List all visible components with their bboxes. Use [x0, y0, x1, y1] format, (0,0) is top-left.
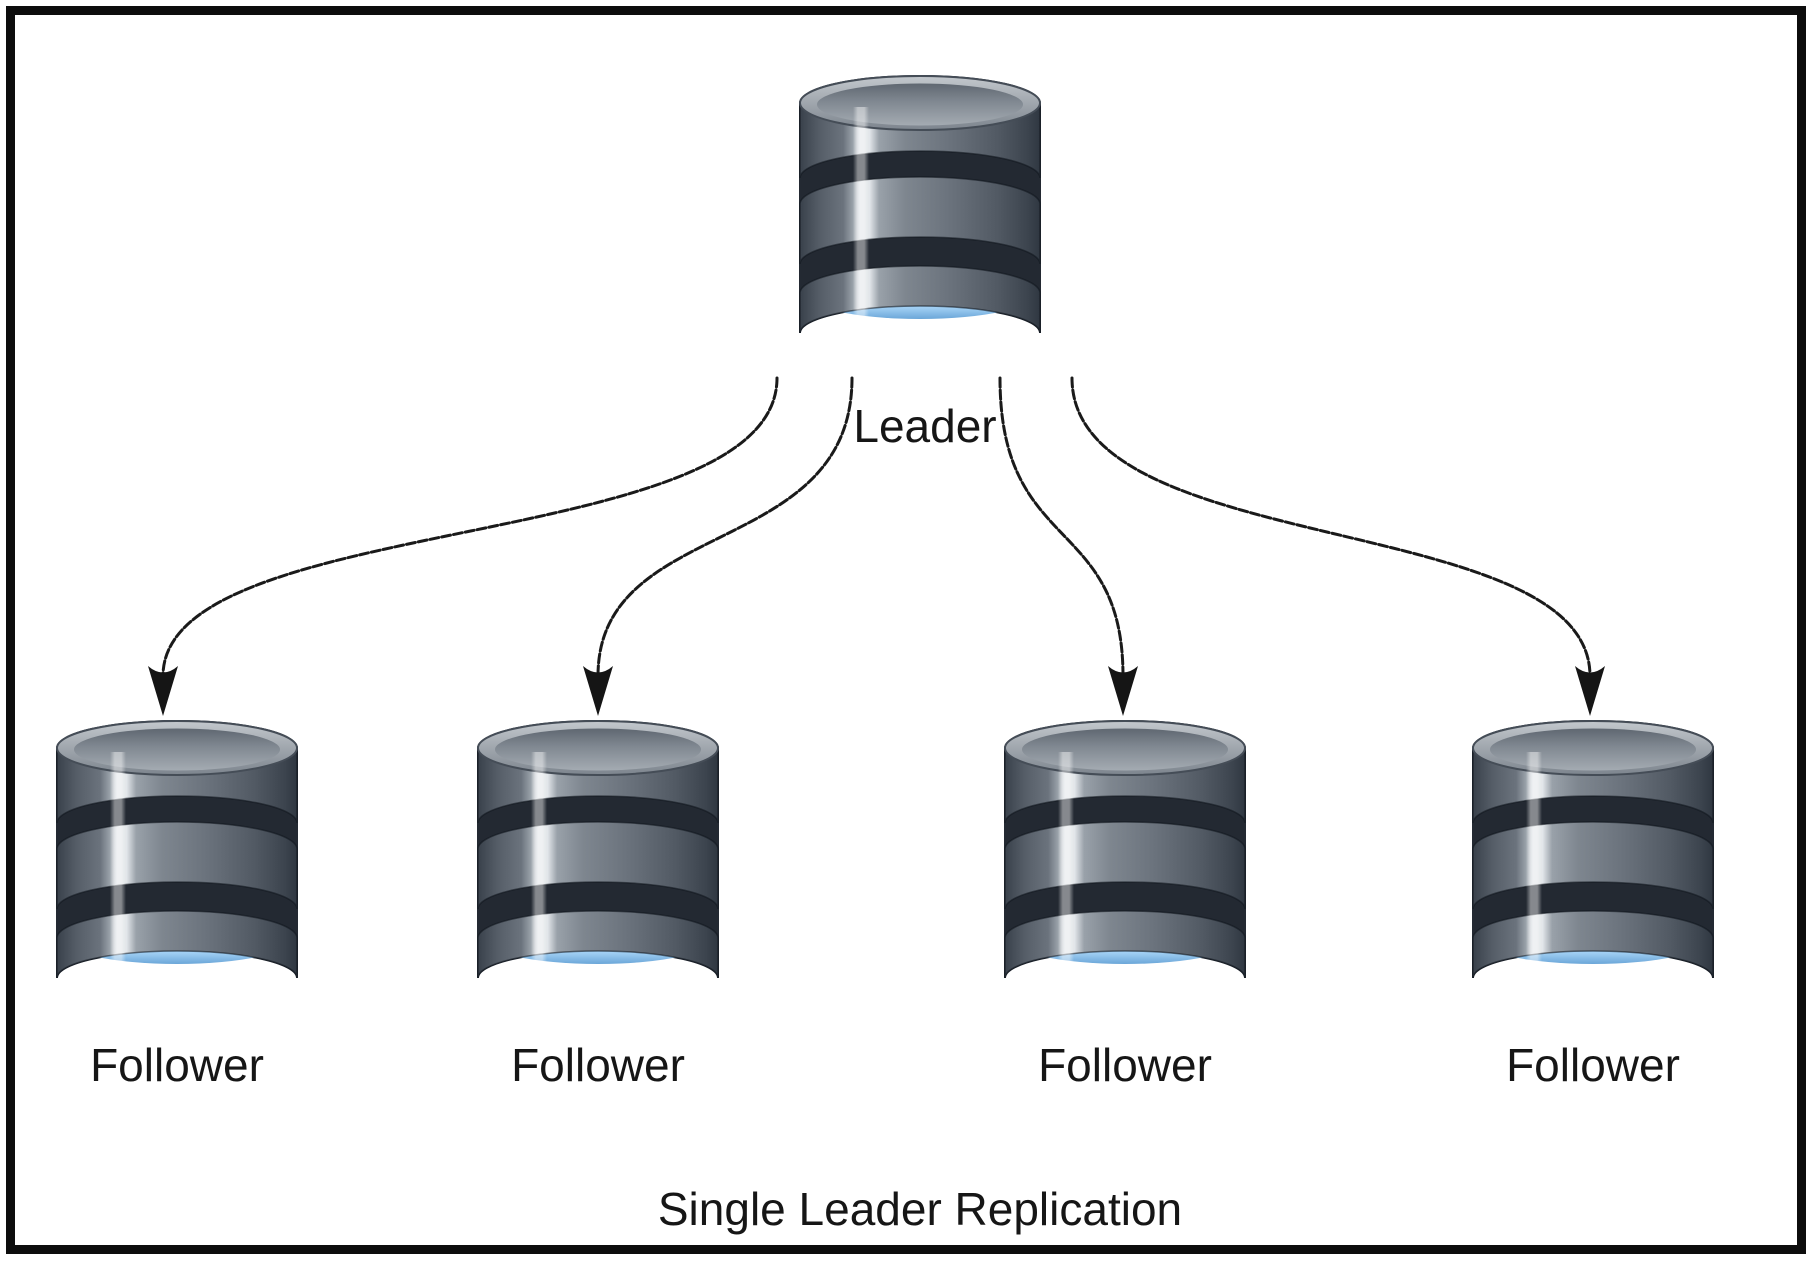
diagram-title: Single Leader Replication [657, 1183, 1183, 1235]
follower-node-1 [54, 720, 300, 1010]
follower-label-4: Follower [1506, 1039, 1680, 1091]
follower-label-3: Follower [1038, 1039, 1212, 1091]
database-icon [1472, 720, 1714, 1003]
database-icon [1004, 720, 1246, 1003]
follower-node-2 [475, 720, 721, 1010]
leader-node [797, 75, 1043, 365]
database-icon [477, 720, 719, 1003]
follower-label-2: Follower [511, 1039, 685, 1091]
follower-node-4 [1470, 720, 1716, 1010]
database-icon [56, 720, 298, 1003]
database-icon [799, 75, 1041, 358]
follower-label-1: Follower [90, 1039, 264, 1091]
replication-arrow-3 [998, 376, 1138, 716]
replication-arrow-4 [1070, 376, 1605, 716]
follower-node-3 [1002, 720, 1248, 1010]
replication-arrow-1 [148, 376, 779, 716]
replication-arrow-2 [583, 376, 854, 716]
leader-label: Leader [853, 400, 997, 452]
